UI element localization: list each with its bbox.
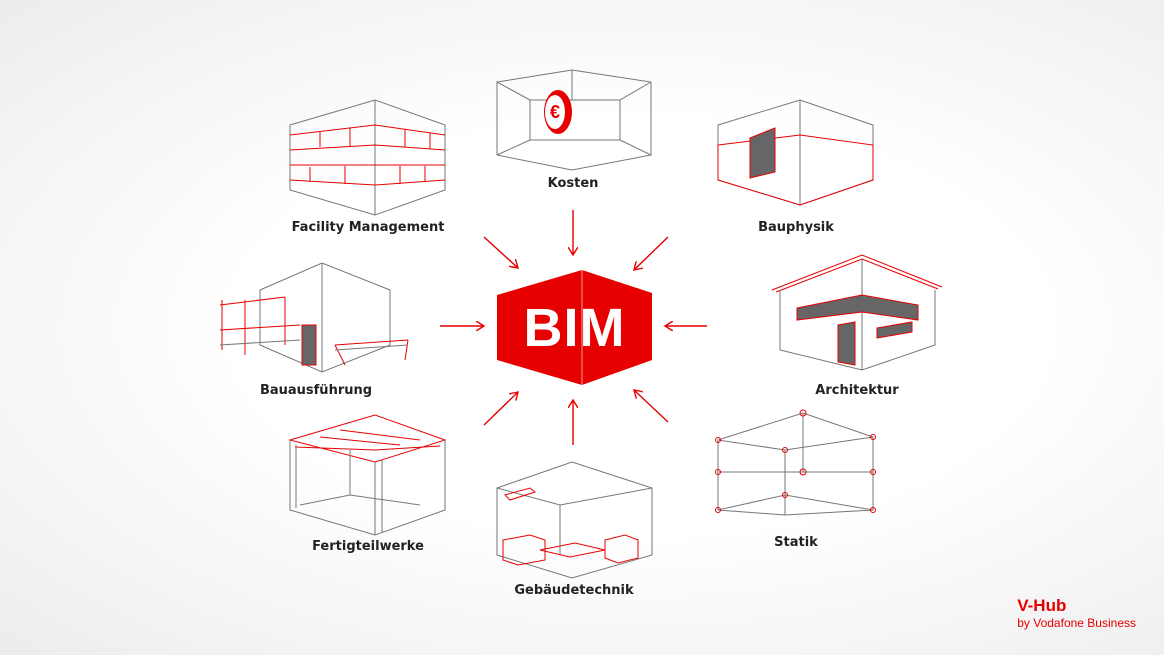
statik-illustration — [715, 409, 876, 516]
arrow-facility — [483, 236, 518, 268]
architektur-illustration — [771, 254, 943, 371]
logo-subtitle: by Vodafone Business — [1017, 616, 1136, 630]
logo-title: V-Hub — [1017, 596, 1067, 615]
arrows — [440, 210, 707, 445]
fertigteilwerke-illustration — [288, 414, 447, 536]
label-architektur: Architektur — [815, 383, 899, 398]
label-gebaeudetechnik: Gebäudetechnik — [514, 583, 634, 598]
label-bauphysik: Bauphysik — [758, 220, 834, 235]
facility-illustration — [289, 99, 446, 216]
arrow-statik — [634, 390, 669, 423]
vhub-logo: V-Hub by Vodafone Business — [1017, 596, 1136, 630]
label-bauausfuehrung: Bauausführung — [259, 383, 373, 398]
label-statik: Statik — [774, 535, 818, 550]
bauausfuehrung-illustration — [219, 262, 409, 373]
arrow-fertigteilwerke — [483, 392, 518, 426]
gebaeudetechnik-illustration — [496, 461, 653, 579]
bim-center-label: BIM — [523, 297, 626, 358]
arrow-bauphysik — [634, 236, 669, 270]
bim-hexagon — [497, 270, 652, 385]
label-facility-management: Facility Management — [291, 220, 445, 235]
kosten-illustration: € — [496, 69, 652, 171]
svg-text:€: € — [550, 102, 560, 122]
label-kosten: Kosten — [547, 176, 599, 191]
bauphysik-illustration — [717, 99, 874, 206]
label-fertigteilwerke: Fertigteilwerke — [312, 539, 424, 554]
